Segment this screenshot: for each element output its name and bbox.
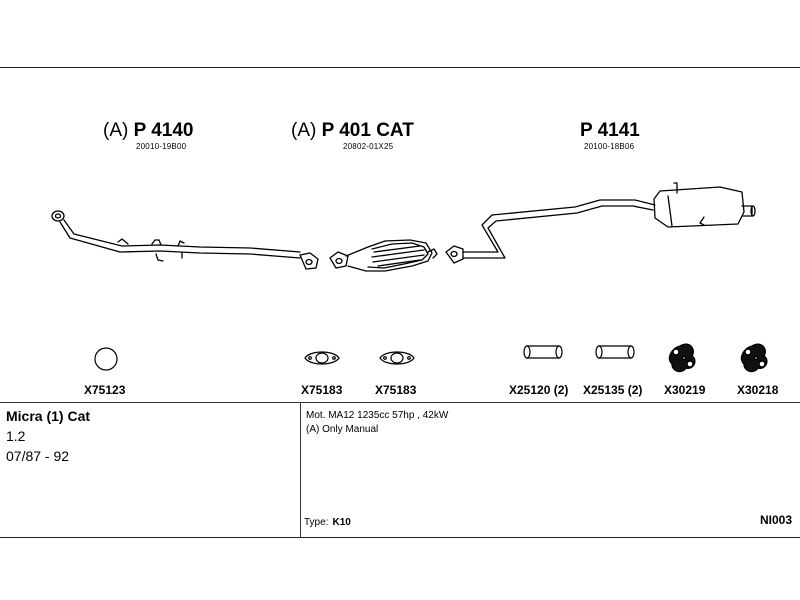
type-line: Type:K10 [304, 517, 351, 528]
accessory-label: X75183 [301, 383, 343, 397]
flange-gasket-icon [379, 351, 415, 365]
type-label: Type: [304, 517, 329, 528]
accessory-label: X75123 [84, 383, 126, 397]
part-sub-catalyst: 20802-01X25 [343, 142, 394, 151]
accessory-label: X75183 [375, 383, 417, 397]
part-title-front-pipe: (A) P 4140 [103, 120, 194, 141]
vehicle-years: 07/87 - 92 [6, 448, 70, 464]
manual-note: (A) Only Manual [306, 424, 379, 435]
rubber-hanger-icon [740, 343, 768, 373]
type-value: K10 [332, 517, 351, 528]
ring-icon [94, 347, 118, 371]
divider-horizontal [0, 402, 800, 403]
flange-gasket-icon [304, 351, 340, 365]
accessory-label: X25135 (2) [583, 383, 643, 397]
accessory-label: X25120 (2) [509, 383, 569, 397]
motor-note: Mot. MA12 1235cc 57hp , 42kW [306, 410, 449, 421]
part-title-catalyst: (A) P 401 CAT [291, 120, 414, 141]
part-sub-rear-silencer: 20100-18B06 [584, 142, 635, 151]
accessory-label: X30218 [737, 383, 779, 397]
rear-silencer-drawing [445, 182, 756, 264]
part-sub-front-pipe: 20010-19B00 [136, 142, 187, 151]
accessory-label: X30219 [664, 383, 706, 397]
front-pipe-drawing [51, 210, 319, 270]
sleeve-icon [523, 345, 563, 359]
diagram-frame [0, 67, 800, 538]
sleeve-icon [595, 345, 635, 359]
vehicle-model: Micra (1) Cat [6, 408, 91, 424]
part-title-rear-silencer: P 4141 [580, 120, 640, 141]
divider-vertical [300, 402, 301, 537]
diagram-code: NI003 [759, 513, 792, 527]
rubber-hanger-icon [668, 343, 696, 373]
catalyst-drawing [329, 239, 438, 272]
vehicle-engine: 1.2 [6, 428, 26, 444]
